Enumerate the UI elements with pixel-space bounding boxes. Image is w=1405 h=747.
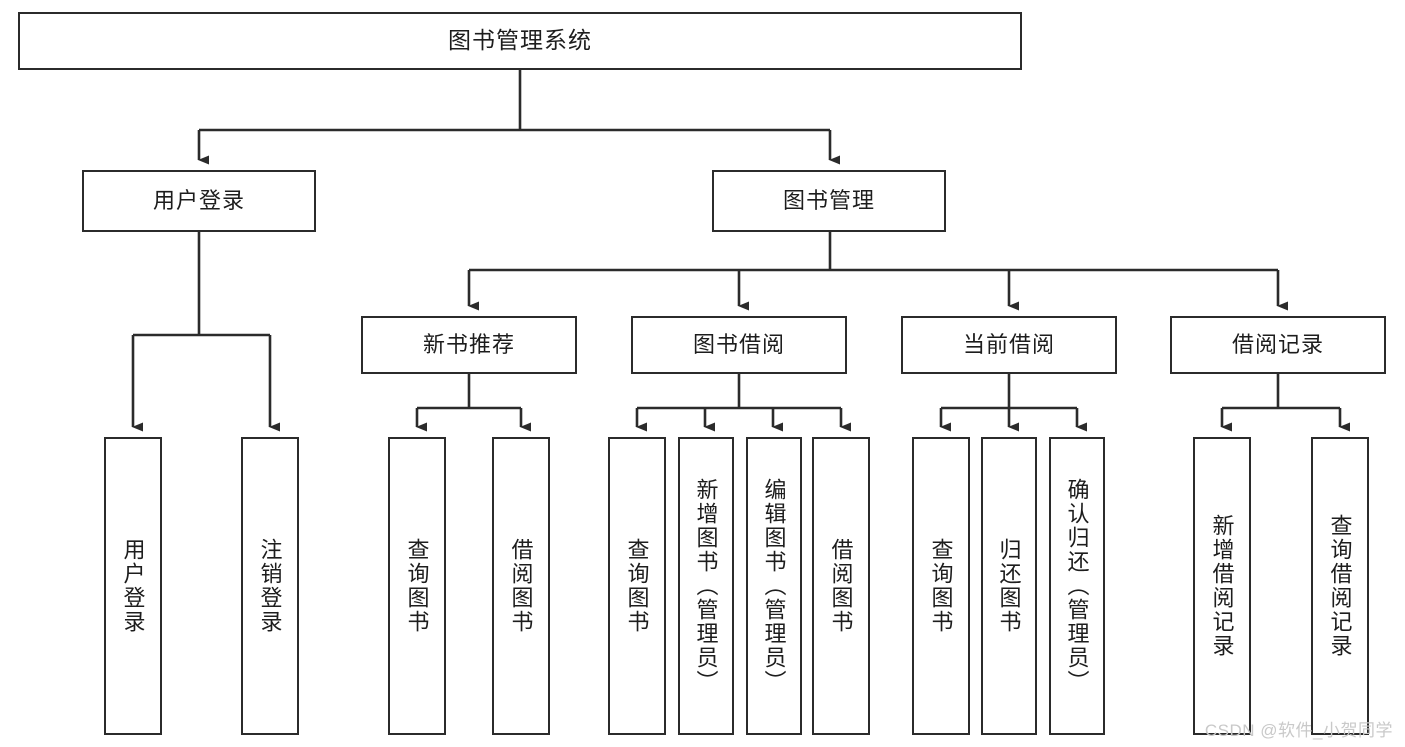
node-leaf-add-book-admin[interactable]: 新增图书（管理员） <box>678 437 734 735</box>
node-root-system[interactable]: 图书管理系统 <box>18 12 1022 70</box>
node-borrow-record[interactable]: 借阅记录 <box>1170 316 1386 374</box>
leaf-label: 新增图书（管理员） <box>693 478 719 694</box>
leaf-label: 查询图书 <box>928 538 954 634</box>
node-leaf-logout[interactable]: 注销登录 <box>241 437 299 735</box>
node-leaf-return-book[interactable]: 归还图书 <box>981 437 1037 735</box>
leaf-label: 查询图书 <box>404 538 430 634</box>
node-leaf-borrow-book-bb[interactable]: 借阅图书 <box>812 437 870 735</box>
node-leaf-query-book-nb[interactable]: 查询图书 <box>388 437 446 735</box>
leaf-label: 借阅图书 <box>828 538 854 634</box>
node-book-management[interactable]: 图书管理 <box>712 170 946 232</box>
node-leaf-confirm-return-admin[interactable]: 确认归还（管理员） <box>1049 437 1105 735</box>
node-user-login[interactable]: 用户登录 <box>82 170 316 232</box>
node-leaf-query-book-cb[interactable]: 查询图书 <box>912 437 970 735</box>
leaf-label: 用户登录 <box>120 538 146 634</box>
watermark-text: CSDN @软件_小贺同学 <box>1204 721 1393 740</box>
node-leaf-query-borrow-record[interactable]: 查询借阅记录 <box>1311 437 1369 735</box>
node-new-book-recommend[interactable]: 新书推荐 <box>361 316 577 374</box>
leaf-label: 编辑图书（管理员） <box>761 478 787 694</box>
leaf-label: 新增借阅记录 <box>1209 514 1235 658</box>
leaf-label: 注销登录 <box>257 538 283 634</box>
leaf-label: 查询借阅记录 <box>1327 514 1353 658</box>
node-book-borrow[interactable]: 图书借阅 <box>631 316 847 374</box>
node-leaf-query-book-bb[interactable]: 查询图书 <box>608 437 666 735</box>
node-current-borrow[interactable]: 当前借阅 <box>901 316 1117 374</box>
leaf-label: 借阅图书 <box>508 538 534 634</box>
node-leaf-user-login[interactable]: 用户登录 <box>104 437 162 735</box>
leaf-label: 查询图书 <box>624 538 650 634</box>
leaf-label: 归还图书 <box>996 538 1022 634</box>
node-leaf-edit-book-admin[interactable]: 编辑图书（管理员） <box>746 437 802 735</box>
node-leaf-borrow-book-nb[interactable]: 借阅图书 <box>492 437 550 735</box>
leaf-label: 确认归还（管理员） <box>1064 478 1090 694</box>
node-leaf-add-borrow-record[interactable]: 新增借阅记录 <box>1193 437 1251 735</box>
